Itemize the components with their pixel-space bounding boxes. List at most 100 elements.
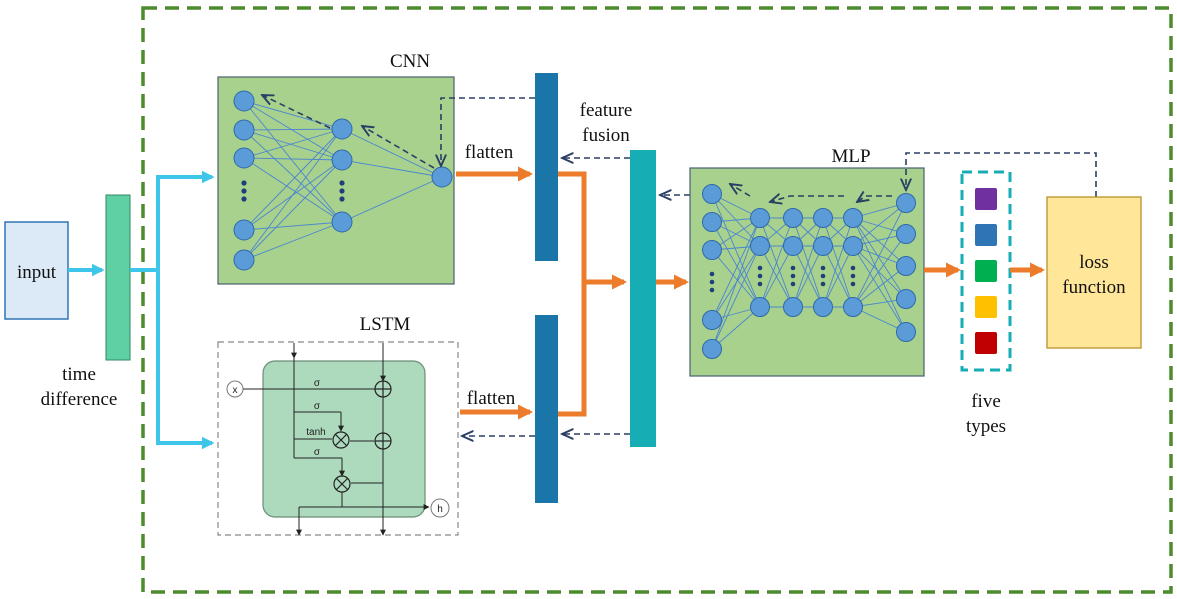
lstm-title: LSTM bbox=[360, 314, 411, 335]
mlp-connection bbox=[711, 217, 761, 350]
mlp-connection bbox=[822, 217, 854, 308]
cnn-neuron-layer-2 bbox=[331, 149, 353, 171]
mlp-connection bbox=[711, 249, 761, 308]
mlp-panel bbox=[689, 167, 925, 377]
cnn-connection bbox=[243, 100, 343, 223]
cnn-neuron-layer-1 bbox=[233, 119, 255, 141]
mlp-connection bbox=[852, 217, 907, 267]
lstm-sigma-3: σ bbox=[314, 447, 321, 458]
mlp-neuron-layer-5 bbox=[843, 236, 863, 256]
mlp-neuron-layer-3 bbox=[783, 236, 803, 256]
mlp-connection bbox=[711, 217, 761, 321]
cnn-connection bbox=[243, 128, 343, 159]
cnn-connection bbox=[243, 129, 343, 161]
lstm-sigma-1: σ bbox=[314, 378, 321, 389]
flatten-label-top: flatten bbox=[465, 142, 514, 163]
mlp-connection bbox=[852, 233, 907, 308]
cnn-ellipsis-dots bbox=[241, 180, 345, 202]
fusion-arrow bbox=[558, 171, 624, 417]
loss-function-label-line1: loss bbox=[1079, 252, 1109, 273]
cnn-connection bbox=[243, 129, 343, 223]
mlp-connection bbox=[852, 217, 907, 333]
mlp-neurons bbox=[702, 184, 916, 359]
cnn-neuron-layer-3 bbox=[431, 166, 453, 188]
cnn-connection bbox=[243, 100, 343, 130]
cnn-connection bbox=[243, 128, 343, 131]
mlp-neuron-layer-1 bbox=[702, 339, 722, 359]
mlp-neuron-layer-6 bbox=[896, 289, 916, 309]
type-swatch-2 bbox=[975, 224, 997, 246]
mlp-backprop-arrows bbox=[730, 184, 892, 202]
cnn-connection bbox=[243, 128, 343, 261]
cnn-connection bbox=[341, 159, 443, 178]
mlp-neuron-layer-5 bbox=[843, 208, 863, 228]
flatten-bar-bottom bbox=[535, 315, 558, 503]
time-difference-label-line1: time bbox=[62, 364, 96, 385]
feature-fusion-label-line1: feature bbox=[580, 100, 633, 121]
type-swatch-5 bbox=[975, 332, 997, 354]
lstm-panel bbox=[217, 341, 459, 536]
mlp-neuron-layer-5 bbox=[843, 297, 863, 317]
mlp-neuron-layer-2 bbox=[750, 208, 770, 228]
loss-function-box bbox=[1046, 196, 1142, 349]
mlp-title: MLP bbox=[831, 146, 870, 167]
mlp-connection bbox=[711, 193, 761, 308]
lstm-h-label: h bbox=[437, 504, 443, 515]
flatten-bar-top bbox=[535, 73, 558, 261]
cnn-connection bbox=[243, 157, 343, 161]
mlp-connection bbox=[759, 217, 794, 308]
cnn-connections bbox=[243, 100, 443, 261]
mlp-neuron-layer-1 bbox=[702, 310, 722, 330]
branch-arrow-lstm bbox=[156, 270, 215, 450]
mlp-connection bbox=[852, 202, 907, 308]
mlp-neuron-layer-4 bbox=[813, 297, 833, 317]
lstm-operators bbox=[332, 380, 392, 493]
mlp-neuron-layer-4 bbox=[813, 236, 833, 256]
cnn-neuron-layer-2 bbox=[331, 211, 353, 233]
mlp-connection bbox=[711, 245, 761, 350]
cnn-connection bbox=[243, 221, 343, 261]
cnn-neurons bbox=[233, 90, 453, 271]
mlp-neuron-layer-6 bbox=[896, 224, 916, 244]
mlp-connection bbox=[852, 245, 907, 333]
time-difference-label-line2: difference bbox=[41, 389, 118, 410]
feature-fusion-label-line2: fusion bbox=[582, 125, 630, 146]
flatten-label-bottom: flatten bbox=[467, 388, 516, 409]
cnn-neuron-layer-1 bbox=[233, 249, 255, 271]
branch-arrow-cnn bbox=[130, 170, 215, 272]
cnn-connection bbox=[341, 128, 443, 178]
mlp-connection bbox=[852, 245, 907, 300]
five-types-label-line1: five bbox=[971, 391, 1001, 412]
mlp-ellipsis-dots bbox=[709, 265, 856, 293]
input-label: input bbox=[17, 262, 57, 283]
cnn-connection bbox=[341, 176, 443, 223]
cnn-backprop-arrows bbox=[262, 95, 435, 169]
mlp-neuron-layer-4 bbox=[813, 208, 833, 228]
mlp-neuron-layer-2 bbox=[750, 236, 770, 256]
loss-function-label-line2: function bbox=[1062, 277, 1126, 298]
time-difference-bar bbox=[105, 194, 131, 361]
lstm-x-node bbox=[226, 380, 244, 398]
mlp-connection bbox=[792, 217, 824, 308]
mlp-neuron-layer-6 bbox=[896, 322, 916, 342]
mlp-connection bbox=[852, 265, 907, 308]
lstm-sigma-2: σ bbox=[314, 401, 321, 412]
mlp-neuron-layer-6 bbox=[896, 193, 916, 213]
mlp-neuron-layer-2 bbox=[750, 297, 770, 317]
cnn-title: CNN bbox=[390, 51, 430, 72]
type-swatch-4 bbox=[975, 296, 997, 318]
type-swatch-1 bbox=[975, 188, 997, 210]
cnn-neuron-layer-1 bbox=[233, 147, 255, 169]
mlp-neuron-layer-6 bbox=[896, 256, 916, 276]
cnn-connection bbox=[243, 128, 343, 231]
mlp-neuron-layer-1 bbox=[702, 240, 722, 260]
type-swatch-3 bbox=[975, 260, 997, 282]
mlp-neuron-layer-3 bbox=[783, 297, 803, 317]
cnn-connection bbox=[243, 221, 343, 231]
mlp-connection bbox=[711, 221, 761, 308]
cnn-neuron-layer-1 bbox=[233, 90, 255, 112]
outer-frame bbox=[141, 6, 1173, 594]
mlp-neuron-layer-1 bbox=[702, 212, 722, 232]
mlp-connection bbox=[792, 245, 824, 308]
mlp-neuron-layer-1 bbox=[702, 184, 722, 204]
